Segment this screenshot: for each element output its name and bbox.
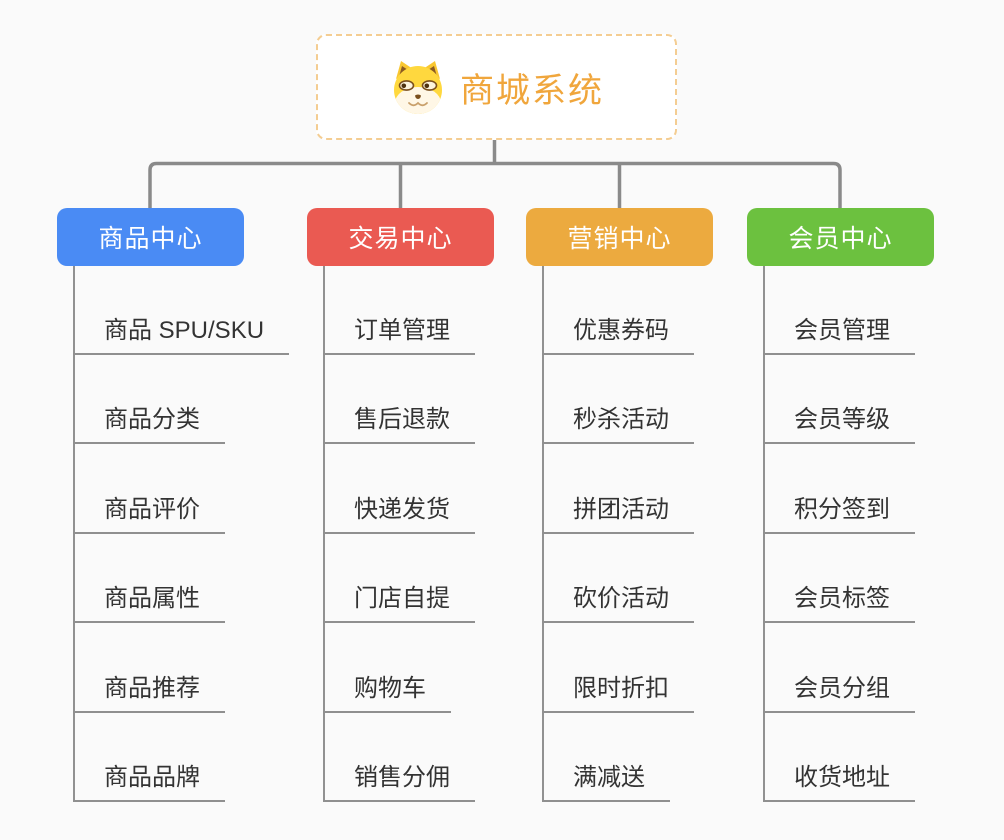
branch-column-marketing: 优惠券码 秒杀活动 拼团活动 砍价活动 限时折扣 满减送 — [542, 266, 792, 802]
leaf-topic[interactable]: 商品品牌 — [73, 763, 225, 802]
leaf-topic[interactable]: 会员标签 — [763, 584, 915, 623]
leaf-topic[interactable]: 收货地址 — [763, 763, 915, 802]
shiba-dog-icon — [394, 61, 442, 114]
leaf-topic[interactable]: 商品评价 — [73, 495, 225, 534]
leaf-topic[interactable]: 限时折扣 — [542, 674, 694, 713]
branch-topic-marketing-center[interactable]: 营销中心 — [526, 208, 713, 266]
leaf-topic[interactable]: 秒杀活动 — [542, 405, 694, 444]
leaf-topic[interactable]: 门店自提 — [323, 584, 475, 623]
leaf-topic[interactable]: 售后退款 — [323, 405, 475, 444]
branch-topic-label: 营销中心 — [567, 225, 672, 253]
leaf-topic[interactable]: 积分签到 — [763, 495, 915, 534]
leaf-topic[interactable]: 优惠券码 — [542, 316, 694, 355]
branch-topic-member-center[interactable]: 会员中心 — [747, 208, 934, 266]
branch-topic-trade-center[interactable]: 交易中心 — [307, 208, 494, 266]
leaf-topic[interactable]: 商品 SPU/SKU — [73, 316, 290, 355]
branch-topic-label: 商品中心 — [98, 225, 203, 253]
bus-line — [148, 161, 842, 208]
leaf-topic[interactable]: 商品推荐 — [73, 674, 225, 713]
leaf-topic[interactable]: 会员等级 — [763, 405, 915, 444]
branch-column-member: 会员管理 会员等级 积分签到 会员标签 会员分组 收货地址 — [763, 266, 1004, 802]
leaf-topic[interactable]: 商品属性 — [73, 584, 225, 623]
leaf-topic[interactable]: 拼团活动 — [542, 495, 694, 534]
leaf-topic[interactable]: 砍价活动 — [542, 584, 694, 623]
root-topic[interactable]: 商城系统 — [316, 34, 677, 140]
leaf-topic[interactable]: 快递发货 — [323, 495, 475, 534]
leaf-topic[interactable]: 订单管理 — [323, 316, 475, 355]
root-topic-label: 商城系统 — [460, 71, 604, 110]
leaf-topic[interactable]: 会员管理 — [763, 316, 915, 355]
leaf-topic[interactable]: 购物车 — [323, 674, 451, 713]
leaf-topic[interactable]: 销售分佣 — [323, 763, 475, 802]
branch-topic-label: 会员中心 — [788, 225, 893, 253]
branch-column-product: 商品 SPU/SKU 商品分类 商品评价 商品属性 商品推荐 商品品牌 — [73, 266, 323, 802]
leaf-topic[interactable]: 会员分组 — [763, 674, 915, 713]
leaf-topic[interactable]: 满减送 — [542, 763, 670, 802]
branch-column-trade: 订单管理 售后退款 快递发货 门店自提 购物车 销售分佣 — [323, 266, 573, 802]
leaf-topic[interactable]: 商品分类 — [73, 405, 225, 444]
branch-topic-label: 交易中心 — [348, 225, 453, 253]
branch-topic-product-center[interactable]: 商品中心 — [57, 208, 244, 266]
